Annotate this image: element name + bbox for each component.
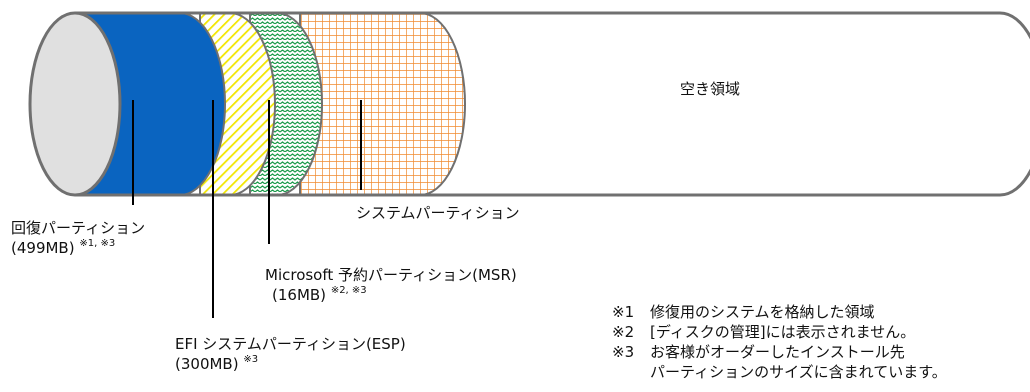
efi-partition-size: (300MB) <box>175 355 239 373</box>
msr-partition-label: Microsoft 予約パーティション(MSR) (16MB) ※2, ※3 <box>265 265 517 305</box>
recovery-partition-label: 回復パーティション (499MB) ※1, ※3 <box>11 218 145 258</box>
footnote-key: ※1 <box>612 303 635 321</box>
footnote-text: 修復用のシステムを格納した領域 <box>650 303 875 321</box>
recovery-partition-name: 回復パーティション <box>11 219 146 237</box>
footnote-3: ※3 お客様がオーダーしたインストール先 <box>612 342 947 362</box>
footnote-text: [ディスクの管理]には表示されません。 <box>650 323 916 341</box>
free-space-segment <box>380 13 1030 195</box>
efi-partition-notes: ※3 <box>243 354 259 365</box>
efi-partition-label: EFI システムパーティション(ESP) (300MB) ※3 <box>175 334 406 374</box>
footnote-1: ※1 修復用のシステムを格納した領域 <box>612 302 947 322</box>
disk-outline <box>75 11 1030 197</box>
footnote-key: ※3 <box>612 343 635 361</box>
system-partition-label: システムパーティション <box>356 203 520 223</box>
system-partition-name: システムパーティション <box>356 204 520 222</box>
system-partition-segment <box>299 12 466 196</box>
efi-partition-name: EFI システムパーティション(ESP) <box>175 335 406 353</box>
footnote-2: ※2 [ディスクの管理]には表示されません。 <box>612 322 947 342</box>
msr-partition-name: Microsoft 予約パーティション(MSR) <box>265 266 517 284</box>
recovery-partition-notes: ※1, ※3 <box>79 238 116 249</box>
disk-end-cap <box>28 11 122 197</box>
free-space-label: 空き領域 <box>680 80 741 98</box>
footnote-key: ※2 <box>612 323 635 341</box>
footnote-text: お客様がオーダーしたインストール先 <box>650 343 905 361</box>
msr-partition-notes: ※2, ※3 <box>330 285 367 296</box>
msr-partition-size: (16MB) <box>272 286 327 304</box>
footnote-3-continuation: パーティションのサイズに含まれています。 <box>650 363 947 381</box>
recovery-partition-size: (499MB) <box>11 239 75 257</box>
